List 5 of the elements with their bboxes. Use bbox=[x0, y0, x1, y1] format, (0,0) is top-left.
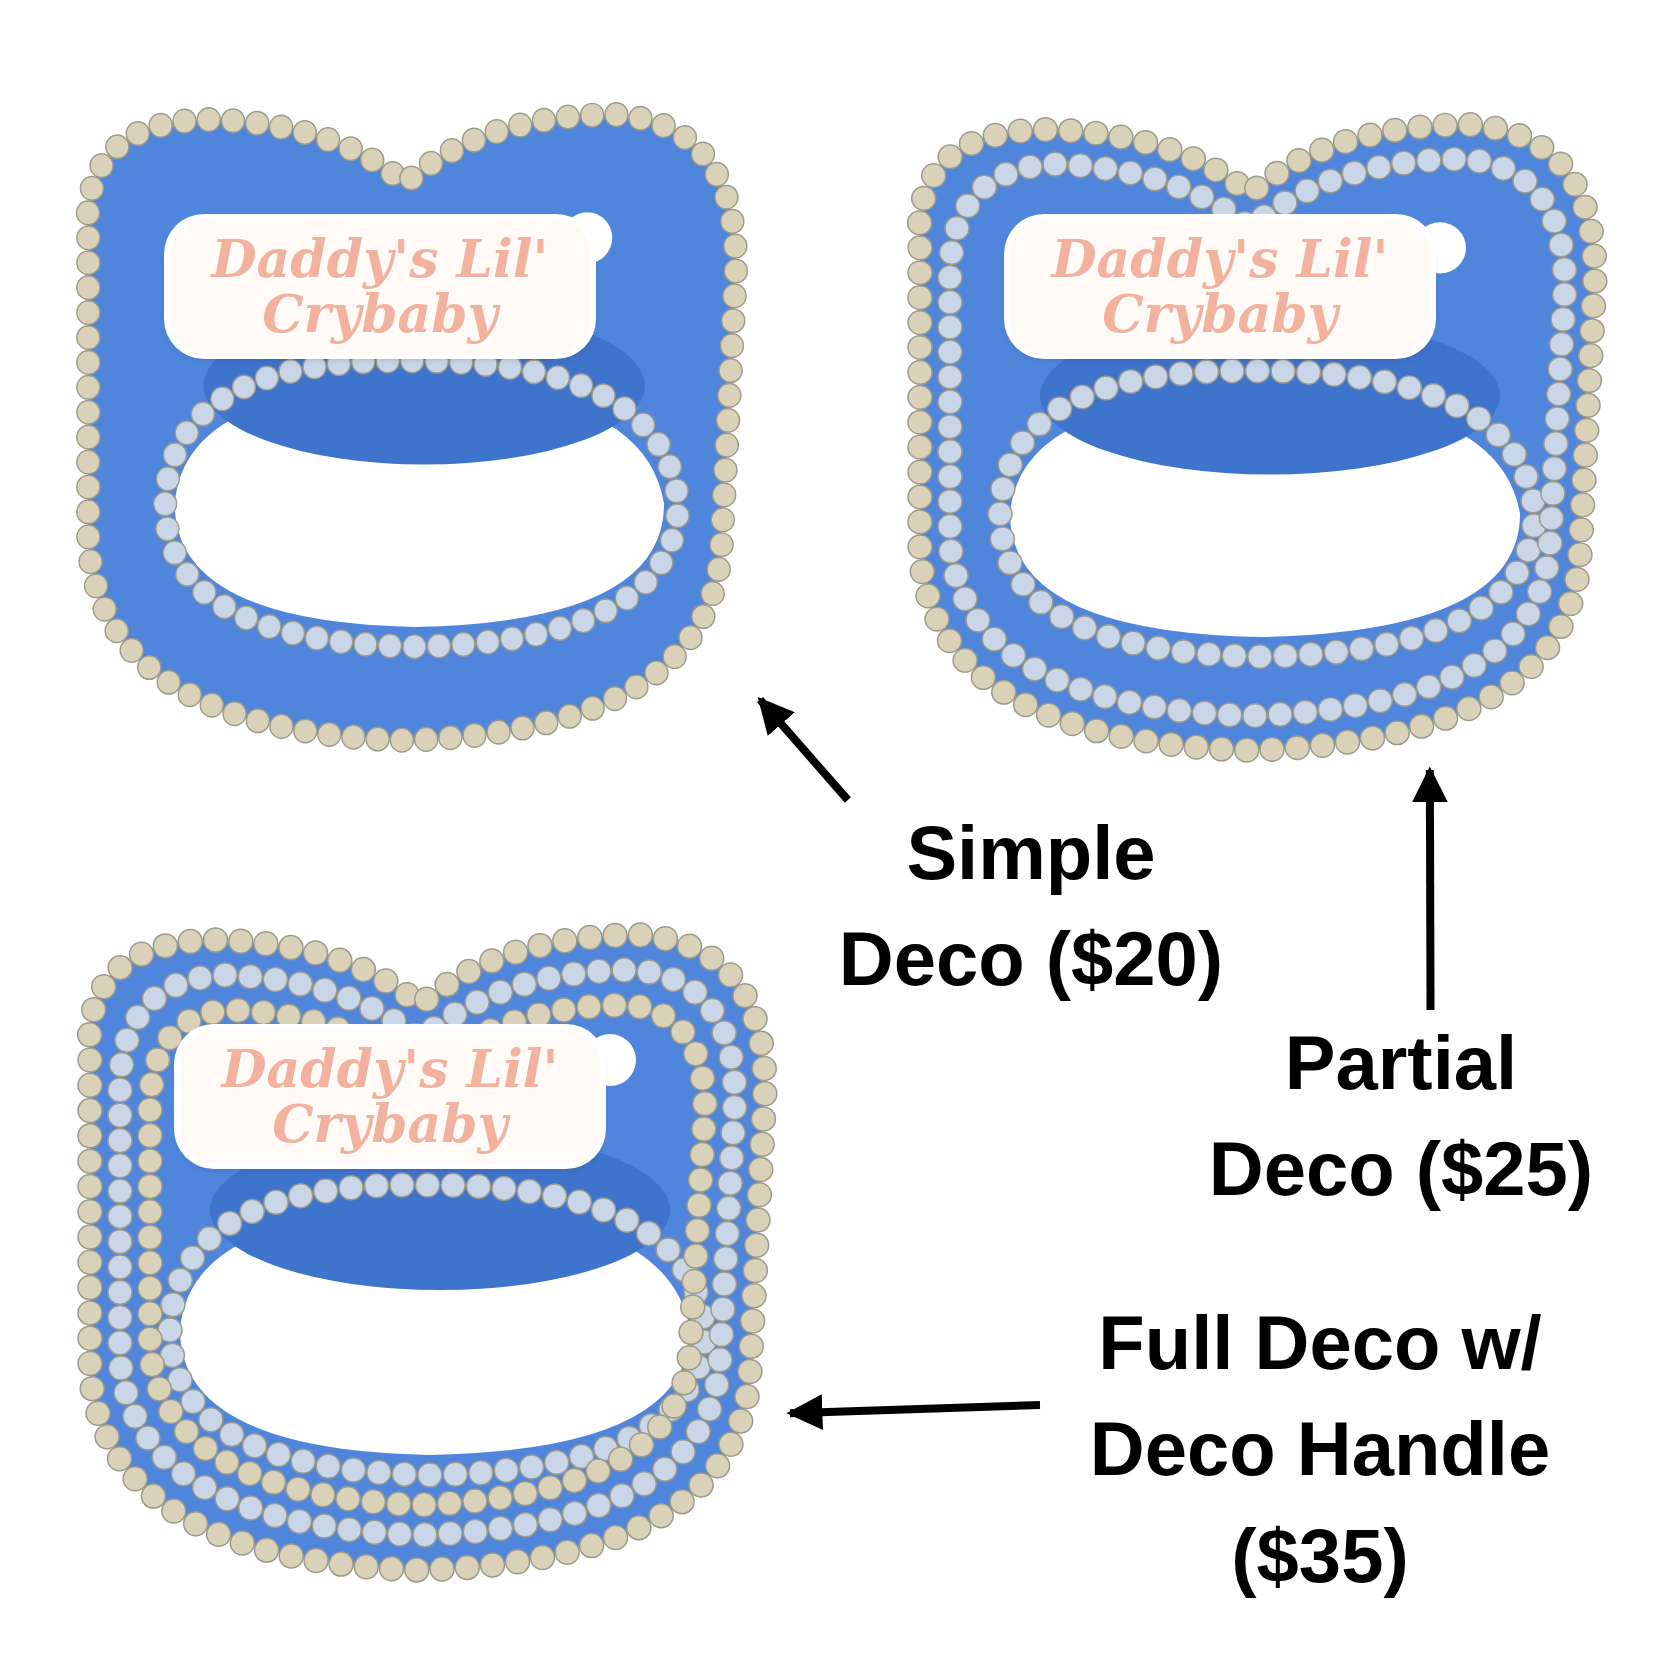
price-label: Full Deco w/ Deco Handle ($35) bbox=[1040, 1290, 1600, 1610]
arrow bbox=[757, 697, 851, 803]
arrow bbox=[786, 1394, 1041, 1431]
price-label: Simple Deco ($20) bbox=[820, 800, 1242, 1013]
price-label: Partial Deco ($25) bbox=[1190, 1010, 1612, 1223]
